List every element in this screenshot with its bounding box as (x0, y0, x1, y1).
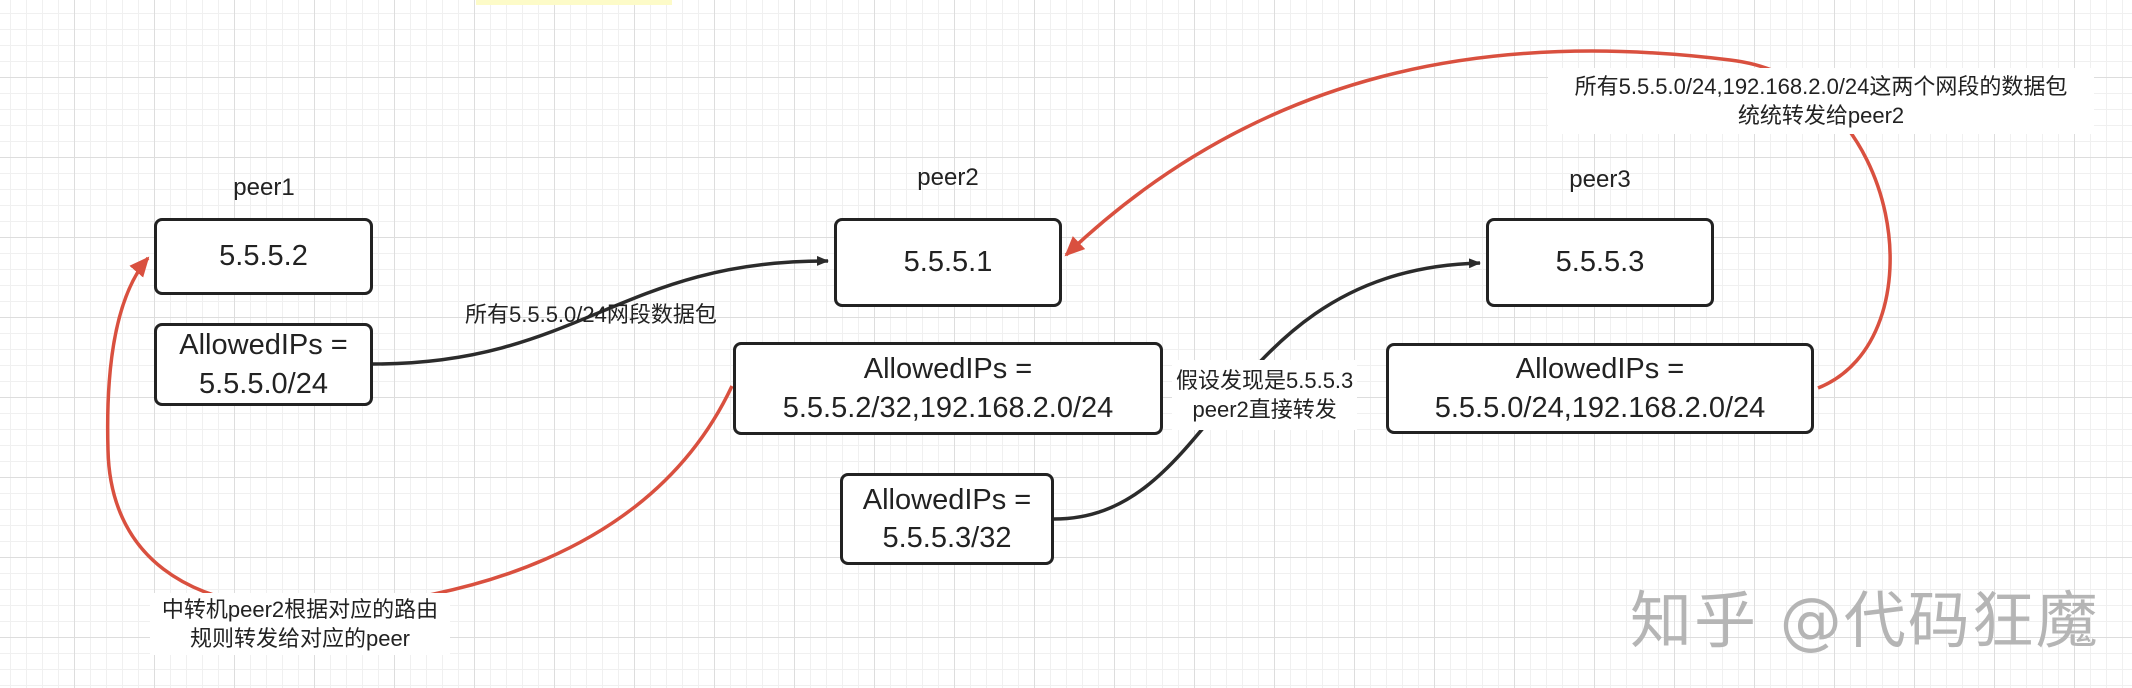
edge-label-peer2-to-peer3: 假设发现是5.5.5.3 peer2直接转发 (1172, 360, 1358, 431)
peer3-allowed-ips-line2: 5.5.5.0/24,192.168.2.0/24 (1434, 391, 1766, 424)
edge-label-peer1-to-peer2: 所有5.5.5.0/24网段数据包 (465, 302, 717, 327)
peer2-label: peer2 (917, 164, 979, 191)
peer3-address-node[interactable]: 5.5.5.3 (1486, 218, 1714, 307)
peer2-extra-allowed-line2: 5.5.5.3/32 (882, 522, 1012, 554)
edge-label-peer3-to-peer2-line1: 所有5.5.5.0/24,192.168.2.0/24这两个网段的数据包 (1574, 74, 2068, 99)
peer2-allowed-ips-line2: 5.5.5.2/32,192.168.2.0/24 (782, 391, 1114, 424)
peer2-allowed-ips-node[interactable]: AllowedIPs = 5.5.5.2/32,192.168.2.0/24 (733, 342, 1163, 435)
edge-label-relay-line1: 中转机peer2根据对应的路由 (161, 597, 439, 622)
peer2-address-node[interactable]: 5.5.5.1 (834, 218, 1062, 307)
edge-label-relay: 中转机peer2根据对应的路由 规则转发给对应的peer (150, 593, 450, 656)
peer3-allowed-ips-node[interactable]: AllowedIPs = 5.5.5.0/24,192.168.2.0/24 (1386, 343, 1814, 434)
selection-highlight (476, 0, 672, 5)
peer2-extra-allowed-ips-node[interactable]: AllowedIPs = 5.5.5.3/32 (840, 473, 1054, 565)
edge-label-peer2-to-peer3-line1: 假设发现是5.5.5.3 (1176, 368, 1354, 393)
peer1-address: 5.5.5.2 (219, 240, 308, 273)
edge-peer3-to-peer2 (1064, 49, 1892, 390)
edge-label-relay-line2: 规则转发给对应的peer (189, 626, 411, 652)
peer1-allowed-ips-line1: AllowedIPs = (179, 329, 348, 362)
edge-label-peer3-to-peer2-line2: 统统转发给peer2 (1737, 103, 1905, 129)
peer3-allowed-ips-line1: AllowedIPs = (1515, 353, 1685, 386)
peer1-label: peer1 (233, 174, 295, 201)
peer3-address: 5.5.5.3 (1555, 246, 1645, 279)
peer1-allowed-ips-node[interactable]: AllowedIPs = 5.5.5.0/24 (154, 323, 373, 406)
peer1-address-node[interactable]: 5.5.5.2 (154, 218, 373, 295)
peer2-address: 5.5.5.1 (903, 246, 993, 279)
peer2-extra-allowed-line1: AllowedIPs = (862, 483, 1032, 516)
peer1-allowed-ips-line2: 5.5.5.0/24 (198, 367, 328, 400)
watermark: 知乎 @代码狂魔 (1630, 584, 2100, 657)
edge-label-peer3-to-peer2: 所有5.5.5.0/24,192.168.2.0/24这两个网段的数据包 统统转… (1548, 68, 2094, 135)
peer3-label: peer3 (1569, 166, 1631, 193)
peer2-allowed-ips-line1: AllowedIPs = (863, 353, 1033, 386)
edge-peer1-to-peer2 (372, 255, 829, 366)
edge-label-peer2-to-peer3-line2: peer2直接转发 (1192, 397, 1337, 423)
